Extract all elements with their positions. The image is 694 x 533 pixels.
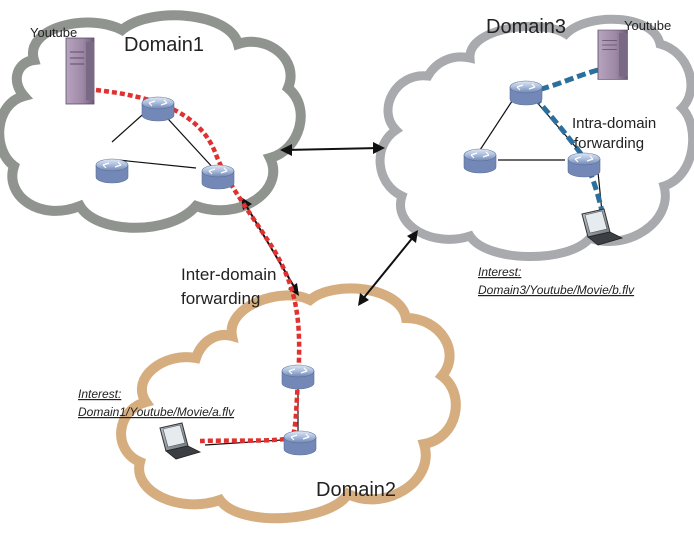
router-icon bbox=[463, 148, 497, 174]
domain3-server-label: Youtube bbox=[624, 18, 671, 33]
router-icon bbox=[95, 158, 129, 184]
inter-domain-link-1-3 bbox=[280, 142, 385, 156]
server-icon bbox=[65, 37, 95, 105]
domain3-title: Domain3 bbox=[486, 16, 566, 38]
router-icon bbox=[567, 152, 601, 178]
router-icon bbox=[201, 164, 235, 190]
interest-domain3-name: Domain3/Youtube/Movie/b.flv bbox=[478, 283, 635, 297]
domain3-cloud bbox=[375, 14, 694, 261]
domain2-title: Domain2 bbox=[316, 479, 396, 501]
inter-domain-label-line1: Inter-domain bbox=[181, 265, 276, 284]
inter-domain-label-line2: forwarding bbox=[181, 289, 260, 308]
server-icon bbox=[597, 29, 628, 81]
domain1-title: Domain1 bbox=[124, 34, 204, 56]
domain1-server-label: Youtube bbox=[30, 25, 77, 40]
intra-domain-label-line1: Intra-domain bbox=[572, 115, 656, 132]
intra-domain-label-line2: forwarding bbox=[574, 135, 644, 152]
router-icon bbox=[141, 96, 175, 122]
interest-domain3-heading: Interest: bbox=[478, 265, 521, 279]
router-icon bbox=[281, 364, 315, 390]
intra-domain-forwarding-path bbox=[525, 67, 609, 233]
interest-domain1-heading: Interest: bbox=[78, 387, 121, 401]
inter-domain-link-3-2 bbox=[358, 230, 418, 306]
interest-domain1-name: Domain1/Youtube/Movie/a.flv bbox=[78, 405, 235, 419]
router-icon bbox=[509, 80, 543, 106]
router-icon bbox=[283, 430, 317, 456]
domain2-cloud bbox=[116, 283, 461, 524]
